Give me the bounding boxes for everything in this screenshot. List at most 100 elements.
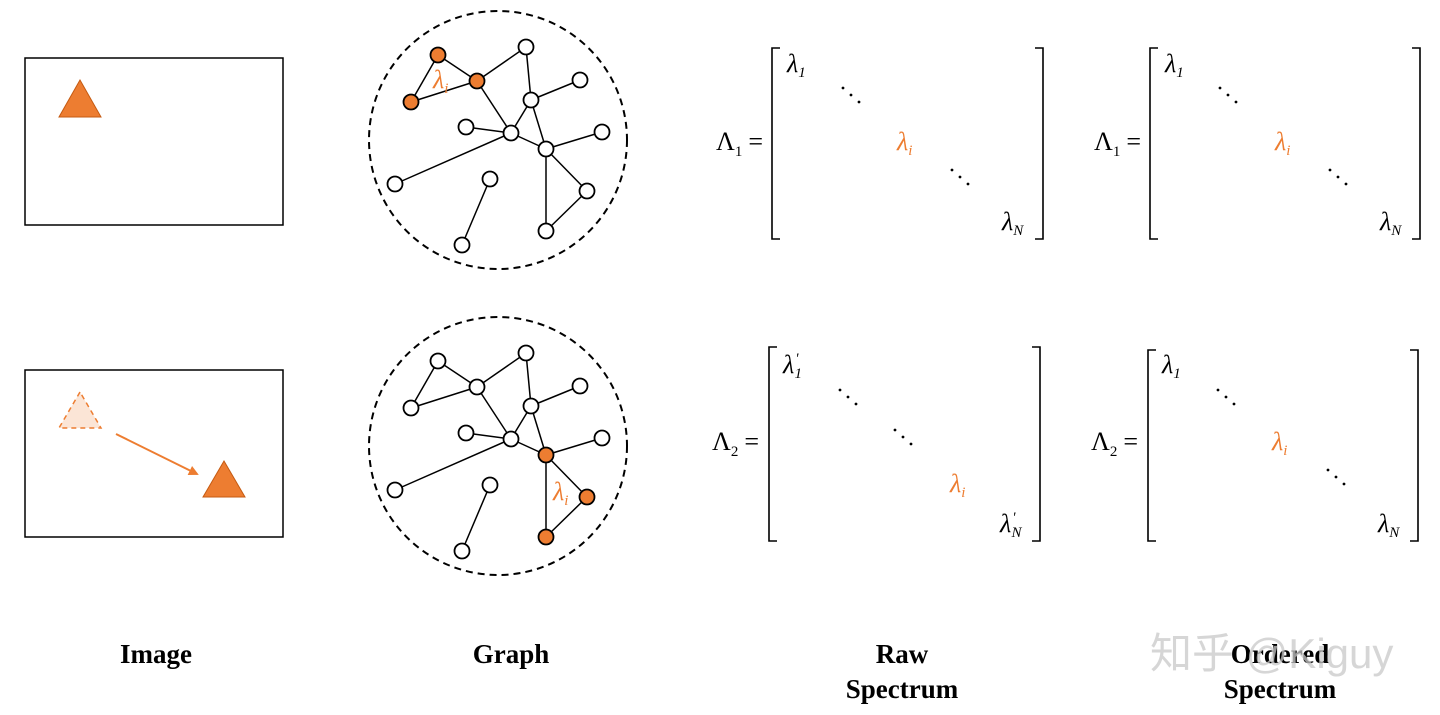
- matrix-ellipsis-dot: [958, 175, 962, 179]
- graph-node: [517, 344, 535, 362]
- graph-boundary: [368, 316, 628, 576]
- image-frame-1: [24, 57, 284, 226]
- triangle-original: [58, 78, 102, 118]
- graph-node: [453, 236, 471, 254]
- graph-edge: [525, 352, 532, 407]
- matrix-ellipsis-dot: [849, 93, 853, 97]
- graph-edge: [461, 178, 491, 246]
- graph-node-highlighted: [537, 528, 555, 546]
- graph-edge: [476, 46, 527, 82]
- graph-edge: [476, 386, 512, 440]
- graph-edge: [476, 352, 527, 388]
- matrix-ellipsis-dot: [846, 395, 850, 399]
- matrix-ellipsis-dot: [1326, 468, 1330, 472]
- graph-node: [453, 542, 471, 560]
- matrix-ellipsis-dot: [1218, 86, 1222, 90]
- graph-2: [368, 316, 628, 576]
- matrix-label: Λ1=: [1094, 127, 1141, 160]
- matrix-ellipsis-dot: [1344, 182, 1348, 186]
- matrix-left-bracket: [768, 346, 777, 542]
- matrix-ellipsis-dot: [1334, 475, 1338, 479]
- graph-edge: [394, 132, 512, 185]
- graph-edge: [530, 385, 581, 407]
- graph-node: [593, 123, 611, 141]
- graph-edge: [545, 190, 588, 232]
- matrix-ellipsis-dot: [950, 168, 954, 172]
- matrix-right-bracket: [1032, 346, 1041, 542]
- graph-edge: [410, 360, 439, 409]
- graph-2-lambda-label: λi: [552, 477, 568, 509]
- matrix-ellipsis-dot: [1216, 388, 1220, 392]
- matrix-entry-first: λ1: [1164, 49, 1184, 81]
- caption-ordered-line2: Spectrum: [1224, 674, 1337, 704]
- graph-edge: [545, 454, 588, 498]
- matrix-entry-first: λ1: [1161, 350, 1181, 382]
- watermark: 知乎 @Kiguy: [1150, 630, 1393, 677]
- graph-edge: [410, 386, 478, 409]
- matrix-left-bracket: [1149, 47, 1158, 240]
- graph-node: [481, 170, 499, 188]
- graph-node: [522, 91, 540, 109]
- graph-edge: [461, 484, 491, 552]
- graph-edge: [545, 437, 603, 456]
- graph-node-highlighted: [578, 488, 596, 506]
- matrix-ellipsis-dot: [841, 86, 845, 90]
- graph-node: [578, 182, 596, 200]
- matrix-entry-first: λ'1: [782, 350, 802, 382]
- graph-edge: [476, 80, 512, 134]
- graph-edge: [530, 99, 547, 150]
- graph-node-highlighted: [402, 93, 420, 111]
- graph-node: [571, 377, 589, 395]
- graph-node: [457, 118, 475, 136]
- matrix-right-bracket: [1410, 349, 1419, 542]
- matrix-ellipsis-dot: [901, 435, 905, 439]
- graph-node: [571, 71, 589, 89]
- graph-edge: [394, 438, 512, 491]
- graph-edge: [530, 405, 547, 456]
- triangle-ghost: [57, 390, 103, 429]
- graph-node: [537, 222, 555, 240]
- matrix-entry-highlighted: λi: [1271, 427, 1287, 459]
- graph-node: [386, 481, 404, 499]
- matrix-label: Λ2=: [712, 427, 759, 460]
- matrix-ellipsis-dot: [1234, 100, 1238, 104]
- matrix-ellipsis-dot: [1328, 168, 1332, 172]
- graph-node-highlighted: [537, 446, 555, 464]
- graph-boundary: [368, 10, 628, 270]
- graph-edge: [525, 46, 532, 101]
- graph-1: [368, 10, 628, 270]
- graph-node-highlighted: [468, 72, 486, 90]
- matrix-ellipsis-dot: [1224, 395, 1228, 399]
- matrix-left-bracket: [1147, 349, 1156, 542]
- matrix-label: Λ1=: [716, 127, 763, 160]
- matrix-ellipsis-dot: [857, 100, 861, 104]
- graph-node: [522, 397, 540, 415]
- matrix-entry-highlighted: λi: [896, 127, 912, 159]
- matrix-right-bracket: [1412, 47, 1421, 240]
- caption-raw-line1: Raw: [876, 639, 929, 669]
- graph-edge: [545, 496, 588, 538]
- matrix-left-bracket: [771, 47, 780, 240]
- graph-node: [502, 124, 520, 142]
- caption-raw-line2: Spectrum: [846, 674, 959, 704]
- graph-edge: [410, 54, 439, 103]
- graph-node: [402, 399, 420, 417]
- matrix-entry-first: λ1: [786, 49, 806, 81]
- caption-graph: Graph: [473, 639, 550, 669]
- graph-edge: [410, 80, 478, 103]
- graph-node: [457, 424, 475, 442]
- matrix-ellipsis-dot: [1336, 175, 1340, 179]
- matrix-entry-last: λN: [1377, 509, 1400, 541]
- matrix-ellipsis-dot: [893, 428, 897, 432]
- matrix-ellipsis-dot: [966, 182, 970, 186]
- matrix-label: Λ2=: [1091, 427, 1138, 460]
- matrix-ellipsis-dot: [1226, 93, 1230, 97]
- graph-edge: [545, 131, 603, 150]
- matrix-ellipsis-dot: [909, 442, 913, 446]
- matrix-ellipsis-dot: [1342, 482, 1346, 486]
- graph-edge: [545, 148, 588, 192]
- matrix-ellipsis-dot: [838, 388, 842, 392]
- graph-node: [429, 352, 447, 370]
